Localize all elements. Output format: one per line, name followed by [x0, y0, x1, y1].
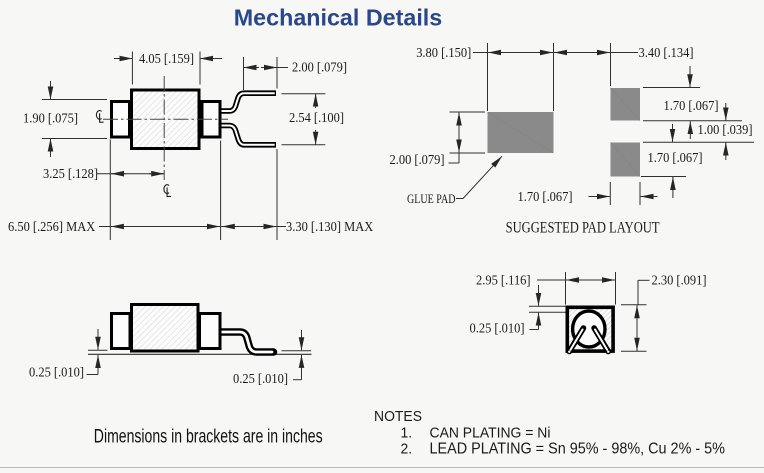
- svg-text:2.: 2.: [401, 441, 413, 458]
- svg-text:1.70 [.067]: 1.70 [.067]: [664, 97, 719, 113]
- svg-text:3.80 [.150]: 3.80 [.150]: [416, 44, 471, 60]
- svg-text:LEAD PLATING = Sn 95% - 98%, C: LEAD PLATING = Sn 95% - 98%, Cu 2% - 5%: [430, 440, 725, 458]
- svg-text:1.90 [.075]: 1.90 [.075]: [23, 110, 78, 126]
- svg-text:4.05 [.159]: 4.05 [.159]: [139, 50, 194, 66]
- svg-text:0.25 [.010]: 0.25 [.010]: [233, 370, 288, 386]
- svg-text:1.70 [.067]: 1.70 [.067]: [648, 149, 703, 165]
- svg-text:Mechanical Details: Mechanical Details: [234, 5, 442, 31]
- svg-text:3.40 [.134]: 3.40 [.134]: [639, 44, 694, 60]
- svg-text:3.25 [.128]: 3.25 [.128]: [43, 165, 98, 181]
- svg-text:SUGGESTED PAD LAYOUT: SUGGESTED PAD LAYOUT: [506, 219, 660, 237]
- svg-text:2.54 [.100]: 2.54 [.100]: [289, 109, 344, 125]
- svg-text:CAN PLATING = Ni: CAN PLATING = Ni: [430, 425, 551, 442]
- svg-text:0.25 [.010]: 0.25 [.010]: [470, 320, 525, 336]
- svg-text:NOTES: NOTES: [374, 409, 422, 426]
- svg-text:1.: 1.: [401, 425, 413, 442]
- svg-text:2.30 [.091]: 2.30 [.091]: [652, 272, 707, 288]
- svg-text:6.50 [.256] MAX: 6.50 [.256] MAX: [8, 218, 96, 234]
- svg-text:2.95 [.116]: 2.95 [.116]: [476, 272, 531, 288]
- svg-text:0.25 [.010]: 0.25 [.010]: [29, 364, 84, 380]
- svg-text:2.00 [.079]: 2.00 [.079]: [390, 151, 445, 167]
- svg-text:1.00 [.039]: 1.00 [.039]: [698, 121, 753, 137]
- svg-text:1.70 [.067]: 1.70 [.067]: [518, 188, 573, 204]
- svg-text:3.30 [.130] MAX: 3.30 [.130] MAX: [286, 218, 374, 234]
- svg-text:GLUE PAD: GLUE PAD: [407, 193, 455, 206]
- svg-text:Dimensions in brackets are in: Dimensions in brackets are in inches: [94, 425, 323, 447]
- svg-text:2.00 [.079]: 2.00 [.079]: [292, 59, 347, 75]
